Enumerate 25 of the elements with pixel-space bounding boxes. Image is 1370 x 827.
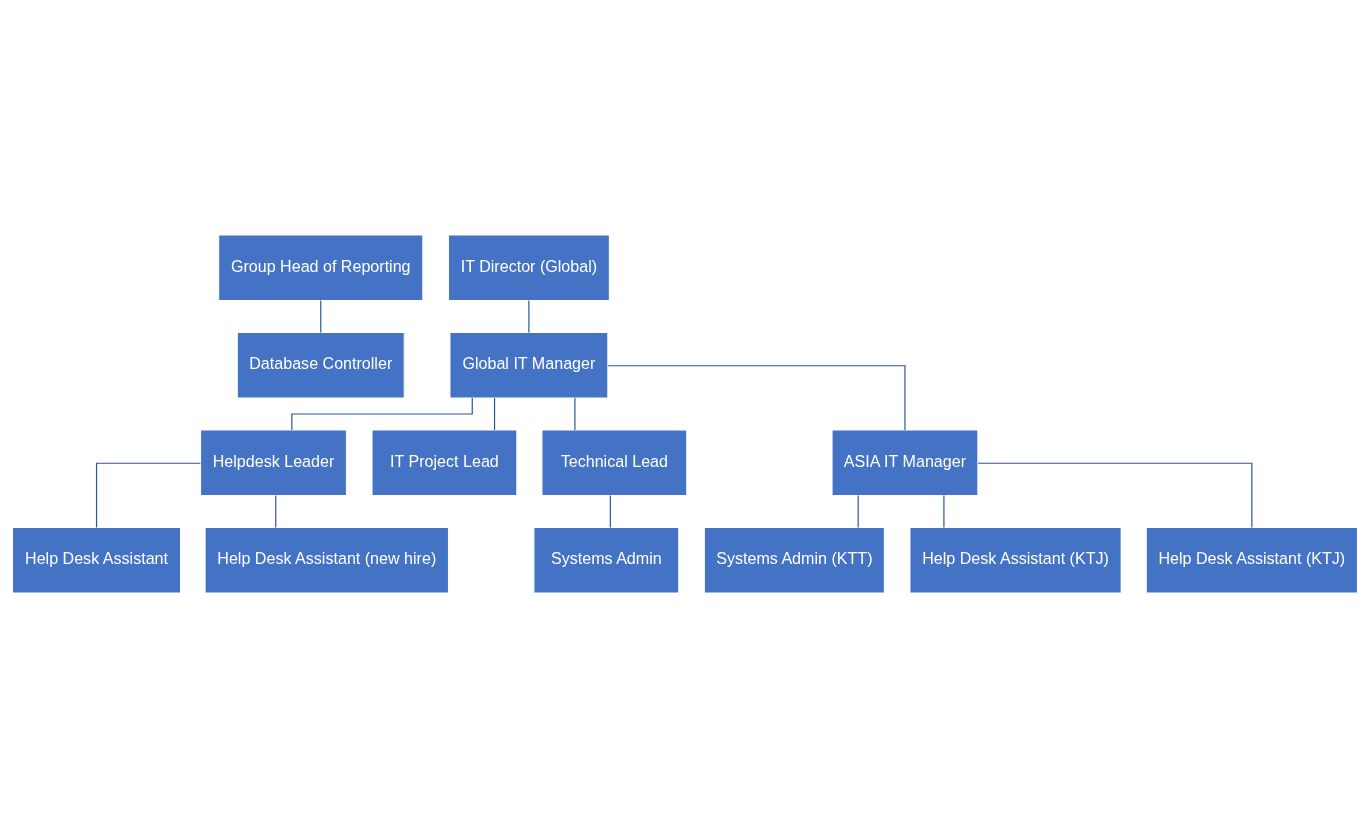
node-box: Help Desk Assistant (new hire): [204, 526, 449, 593]
node-box: Technical Lead: [541, 429, 688, 496]
connector: [493, 396, 496, 431]
node-box: Global IT Manager: [449, 331, 609, 398]
node-box: Help Desk Assistant (KTJ): [1145, 526, 1358, 593]
node-box: Systems Admin: [533, 526, 680, 593]
connector: [320, 299, 322, 333]
connector: [609, 494, 611, 528]
node-box: Systems Admin (KTT): [703, 526, 885, 593]
connector: [574, 396, 576, 431]
node-box: Group Head of Reporting: [218, 234, 424, 301]
connector: [977, 462, 1253, 528]
connector: [95, 462, 202, 528]
connector: [857, 494, 859, 528]
node-box: Database Controller: [236, 331, 405, 398]
node-box: ASIA IT Manager: [831, 429, 979, 496]
node-box: IT Director (Global): [447, 234, 610, 301]
connector: [607, 364, 906, 431]
connector: [275, 494, 277, 528]
node-box: Helpdesk Leader: [200, 429, 347, 496]
node-box: Help Desk Assistant: [12, 526, 181, 593]
node-box: Help Desk Assistant (KTJ): [909, 526, 1122, 593]
node-box: IT Project Lead: [371, 429, 518, 496]
connector: [943, 494, 945, 528]
connector: [528, 299, 530, 333]
